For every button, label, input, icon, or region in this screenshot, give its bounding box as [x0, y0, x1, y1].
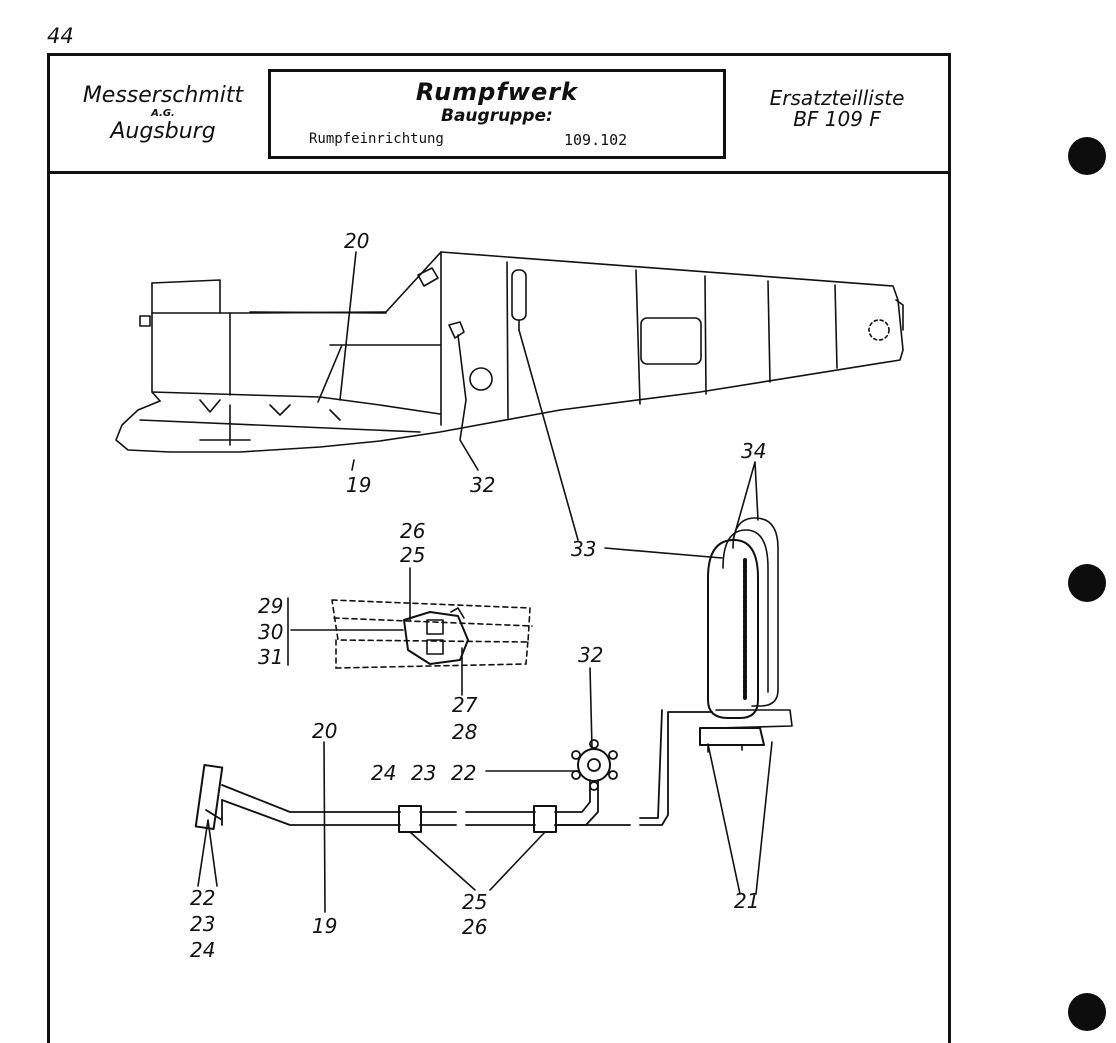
callout-23-valve: 23	[411, 761, 436, 785]
group-name: Rumpfeinrichtung	[309, 131, 444, 147]
document-title: Ersatzteilliste	[769, 86, 905, 110]
pipe-run	[194, 709, 713, 833]
group-number: 109.102	[564, 131, 628, 149]
callout-22-bracket: 22	[190, 886, 215, 910]
callout-20-top: 20	[344, 229, 369, 253]
callout-26-clamp: 26	[462, 915, 487, 939]
oxygen-bottles	[699, 517, 793, 753]
drawing-frame	[47, 53, 951, 1043]
callout-25-clamp: 25	[462, 890, 487, 914]
header-divider	[47, 171, 951, 174]
callout-31: 31	[258, 645, 283, 669]
callout-25-regulator: 25	[400, 543, 425, 567]
callout-33: 33	[571, 537, 596, 561]
callout-19-pipe: 19	[312, 914, 337, 938]
callout-24-valve: 24	[371, 761, 396, 785]
callout-24-bracket: 24	[190, 938, 215, 962]
callout-27: 27	[452, 693, 478, 717]
leader-lines	[197, 251, 773, 913]
callout-20-pipe: 20	[312, 719, 337, 743]
section-title-box: Rumpfwerk Baugruppe: Rumpfeinrichtung 10…	[268, 69, 726, 159]
callout-26-regulator: 26	[400, 519, 425, 543]
callout-30: 30	[258, 620, 283, 644]
callout-21: 21	[734, 889, 759, 913]
manufacturer-city: Augsburg	[110, 119, 216, 144]
callout-32-top: 32	[470, 473, 495, 497]
callout-29: 29	[258, 594, 283, 618]
regulator-assembly	[331, 599, 533, 669]
binder-hole-top	[1068, 137, 1106, 175]
callout-34: 34	[741, 439, 766, 463]
manufacturer-name: Messerschmitt	[82, 83, 244, 108]
binder-hole-middle	[1068, 564, 1106, 602]
callout-19-top: 19	[346, 473, 371, 497]
aircraft-model: BF 109 F	[793, 107, 881, 131]
page-number: 44	[47, 24, 74, 48]
section-title: Rumpfwerk	[415, 78, 579, 106]
document-title-block: Ersatzteilliste BF 109 F	[752, 88, 922, 130]
group-label: Baugruppe:	[441, 106, 553, 126]
callout-22-valve: 22	[451, 761, 476, 785]
callout-23-bracket: 23	[190, 912, 215, 936]
callout-labels: 20 19 32 34 33 26 25 29 30 31 27 28 32 2…	[190, 229, 766, 962]
manufacturer-suffix: A.G.	[151, 108, 175, 119]
binder-hole-bottom	[1068, 993, 1106, 1031]
fuselage-outline	[115, 251, 904, 453]
callout-28: 28	[452, 720, 477, 744]
manufacturer-block: Messerschmitt A.G. Augsburg	[68, 84, 258, 144]
callout-32-valve: 32	[578, 643, 603, 667]
